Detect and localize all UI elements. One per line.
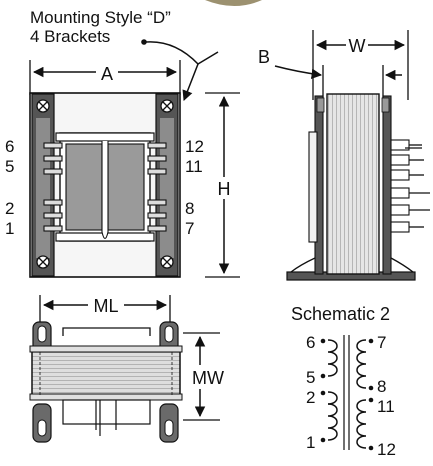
pin-label-2: 2 xyxy=(5,199,14,218)
pin-label-12: 12 xyxy=(185,137,204,156)
side-lamination xyxy=(326,93,380,275)
mounting-style-title: Mounting Style “D” xyxy=(30,8,171,27)
pin-label-7: 7 xyxy=(185,219,194,238)
dim-a-label: A xyxy=(101,64,113,84)
top-decoration xyxy=(205,0,262,6)
schematic-pin-5: 5 xyxy=(306,368,315,387)
bracket-screw xyxy=(36,99,174,269)
brackets-dot xyxy=(141,39,147,45)
dim-w-label: W xyxy=(349,36,366,56)
schematic: Schematic 2 6 5 2 1 7 8 11 12 xyxy=(291,304,396,459)
brackets-leader xyxy=(145,41,199,101)
dim-h-label: H xyxy=(218,179,231,199)
dim-mw-label: MW xyxy=(192,368,224,388)
pin-label-11: 11 xyxy=(185,157,203,176)
side-terminals xyxy=(390,139,410,233)
front-view: A 6 5 2 xyxy=(5,60,240,278)
coil-left xyxy=(65,143,103,231)
dim-b-label: B xyxy=(258,47,270,67)
brackets-leader-2 xyxy=(197,51,219,65)
schematic-title: Schematic 2 xyxy=(291,304,390,324)
dim-b-arrow-left xyxy=(274,65,323,79)
schematic-pin-11: 11 xyxy=(377,397,395,416)
side-view: W B xyxy=(258,30,430,281)
front-pins xyxy=(43,142,167,232)
pin-label-5: 5 xyxy=(5,157,14,176)
brackets-label: 4 Brackets xyxy=(30,27,110,46)
schematic-pin-7: 7 xyxy=(377,333,386,352)
pin-label-6: 6 xyxy=(5,137,14,156)
pin-label-1: 1 xyxy=(5,219,14,238)
dim-ml-label: ML xyxy=(93,296,118,316)
schematic-pin-6: 6 xyxy=(306,333,315,352)
coil-right xyxy=(107,143,145,231)
schematic-pin-12: 12 xyxy=(377,440,396,459)
schematic-pin-8: 8 xyxy=(377,377,386,396)
bottom-view: ML MW xyxy=(29,294,230,443)
bottom-lamination xyxy=(31,349,181,397)
pin-label-8: 8 xyxy=(185,199,194,218)
schematic-pin-2: 2 xyxy=(306,388,315,407)
schematic-pin-1: 1 xyxy=(306,433,315,452)
